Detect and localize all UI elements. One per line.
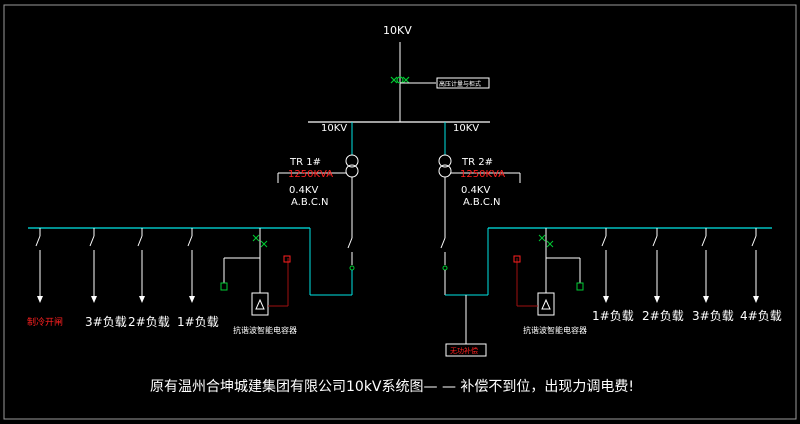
- left-load-2: 3#负载: [85, 315, 127, 329]
- drawing-frame: [3, 4, 797, 420]
- tie-box: [445, 343, 487, 357]
- meter-box: [436, 77, 490, 89]
- hv-bus-left-label: 10KV: [321, 123, 347, 134]
- tr2-rating: 1250KVA: [460, 169, 505, 180]
- tie-label: 无功补偿: [450, 346, 478, 355]
- right-load-3: 3#负载: [692, 309, 734, 323]
- left-load-1: 制冷开闸: [27, 316, 63, 328]
- right-load-2: 2#负载: [642, 309, 684, 323]
- incoming-voltage-label: 10KV: [383, 24, 412, 37]
- right-capacitor-label: 抗谐波智能电容器: [523, 325, 587, 335]
- diagram-caption: 原有温州合坤城建集团有限公司10kV系统图— — 补偿不到位，出现力调电费!: [150, 378, 634, 395]
- tr2-main-switch-icon: [440, 237, 448, 271]
- tr2-voltage: 0.4KV: [461, 185, 490, 196]
- tr1-phases: A.B.C.N: [291, 197, 329, 208]
- tr1-rating: 1250KVA: [288, 169, 333, 180]
- left-capacitor-label: 抗谐波智能电容器: [233, 325, 297, 335]
- tr2-name: TR 2#: [461, 157, 493, 168]
- right-load-1: 1#负载: [592, 309, 634, 323]
- left-feeder-switches: [35, 228, 193, 298]
- right-feeder-switches: [601, 228, 757, 298]
- tr2-phases: A.B.C.N: [463, 197, 501, 208]
- tr1-name: TR 1#: [289, 157, 321, 168]
- left-feeder-arrow-icons: [37, 296, 195, 303]
- tr1-primary-coil-icon: [345, 154, 359, 168]
- hv-bus-right-label: 10KV: [453, 123, 479, 134]
- left-load-3: 2#负载: [128, 315, 170, 329]
- right-capacitor-branch: [513, 228, 584, 316]
- tr1-voltage: 0.4KV: [289, 185, 318, 196]
- tr2-primary-coil-icon: [438, 154, 452, 168]
- tr1-main-switch-icon: [347, 237, 355, 271]
- left-capacitor-branch: [220, 228, 291, 316]
- left-load-4: 1#负载: [177, 315, 219, 329]
- right-load-4: 4#负载: [740, 309, 782, 323]
- right-feeder-arrow-icons: [603, 296, 759, 303]
- meter-box-label: 高压计量与柜式: [439, 80, 481, 88]
